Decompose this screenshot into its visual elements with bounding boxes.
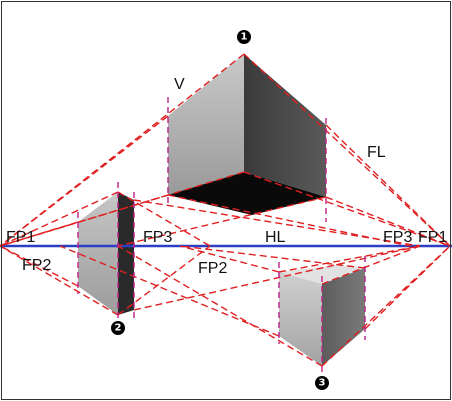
label-fp3-center: FP3 [143,229,172,246]
marker-3-number: 3 [319,378,326,389]
marker-1: 1 [237,30,251,44]
label-fp3-right: FP3 [383,229,412,246]
construction-line [325,196,451,247]
marker-2-number: 2 [115,323,122,334]
construction-line [117,245,323,367]
box-3-right-face [322,268,365,366]
construction-line [0,115,169,247]
marker-2: 2 [111,321,125,335]
label-fp2-center: FP2 [198,260,227,277]
marker-1-number: 1 [241,32,248,43]
construction-line [278,245,421,273]
cube-1-left-face [168,54,244,195]
construction-line [117,191,211,247]
label-fp1-left: FP1 [6,229,35,246]
cube-1-right-face [244,54,326,197]
box-3-top-face [279,265,365,284]
construction-line [167,194,411,247]
construction-line [243,53,451,247]
construction-line [364,245,451,330]
construction-line [0,245,79,287]
construction-line [59,245,280,337]
label-hl: HL [265,229,286,246]
construction-line [243,171,451,247]
vertical-guides [77,97,366,376]
construction-line [321,245,421,285]
construction-line [0,245,119,316]
label-fp2-left: FP2 [22,257,51,274]
cube-1 [168,54,326,215]
marker-3: 3 [315,376,329,390]
construction-line [133,245,421,311]
construction-line [179,245,280,273]
construction-line [133,199,421,247]
construction-line [325,124,451,247]
construction-line [117,245,211,316]
label-fl: FL [367,144,386,161]
box-3-left-face [279,272,322,366]
box-2-left-face [78,192,118,315]
box-2-right-face [118,192,134,315]
box-2 [78,192,134,315]
label-fp1-right: FP1 [418,229,447,246]
label-v: V [174,76,185,93]
construction-line [0,221,79,247]
cube-1-bottom-face [168,172,326,215]
construction-line [117,196,327,247]
construction-line [179,245,366,269]
box-3 [279,265,365,366]
construction-lines [0,53,451,367]
